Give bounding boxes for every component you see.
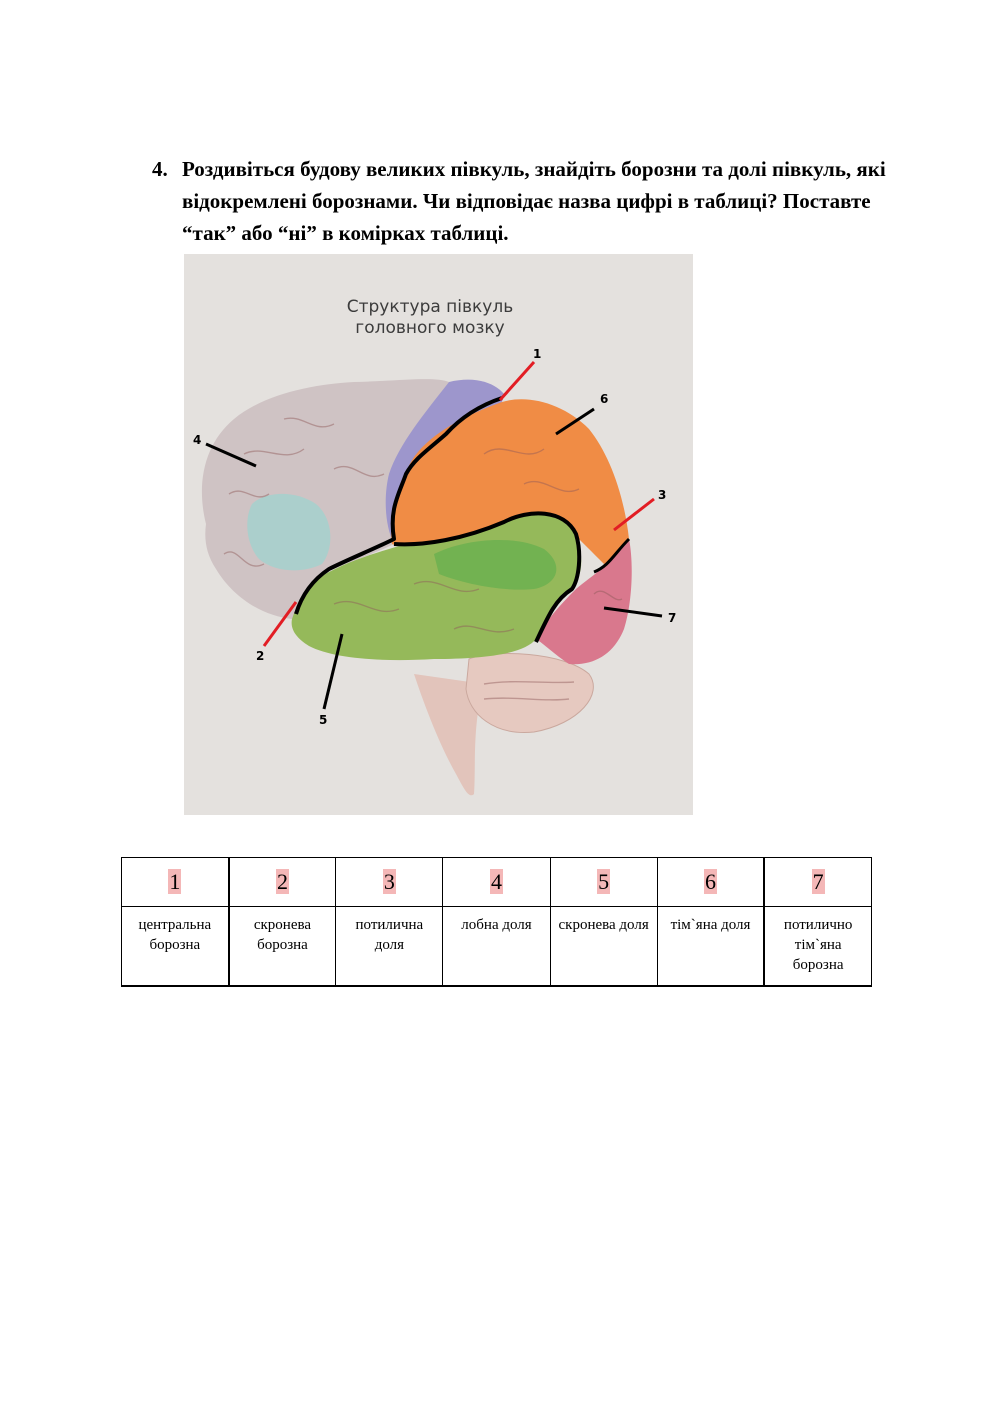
pointer-2 [262, 601, 298, 647]
answer-table: 1 2 3 4 5 6 7 центральна борозна скронев… [120, 857, 873, 987]
pointer-3 [613, 497, 655, 532]
table-number: 2 [275, 869, 289, 894]
gyri-texture [223, 417, 623, 701]
motor-strip [385, 379, 504, 544]
table-name: лобна доля [461, 917, 532, 933]
table-name: скронева доля [558, 917, 649, 933]
table-number-cell: 3 [335, 857, 444, 907]
diagram-label-2: 2 [256, 649, 264, 663]
table-number-cell: 7 [763, 857, 873, 907]
pointer-1 [498, 360, 536, 402]
table-number-cell: 4 [442, 857, 551, 907]
table-number: 6 [704, 869, 718, 894]
diagram-label-3: 3 [658, 488, 666, 502]
task-text: Роздивіться будову великих півкуль, знай… [182, 157, 886, 245]
table-name-row: центральна борозна скронева борозна поти… [120, 906, 873, 987]
brain-stem [414, 674, 484, 796]
table-name-cell: потилично тім`яна борозна [763, 906, 873, 987]
table-number-row: 1 2 3 4 5 6 7 [120, 857, 873, 907]
table-name: потилична доля [355, 917, 424, 953]
table-name: потилично тім`яна борозна [783, 917, 853, 973]
table-number-cell: 6 [656, 857, 765, 907]
pointer-4 [205, 442, 257, 468]
diagram-label-5: 5 [319, 713, 327, 727]
diagram-label-7: 7 [668, 611, 676, 625]
pointer-7 [603, 606, 663, 618]
brain-diagram: Структура півкуль головного мозку [184, 254, 693, 815]
table-number: 4 [489, 869, 503, 894]
task-statement: 4. Роздивіться будову великих півкуль, з… [152, 153, 892, 249]
table-number-cell: 1 [120, 857, 230, 907]
table-name: скронева борозна [253, 917, 312, 953]
table-number: 5 [597, 869, 611, 894]
frontal-teal-patch [247, 493, 331, 571]
table-number: 7 [811, 869, 825, 894]
table-name-cell: потилична доля [335, 906, 444, 987]
pointer-6 [555, 407, 595, 436]
temporal-parietal-overlap [434, 539, 557, 590]
parieto-occipital-outline [593, 537, 631, 574]
table-name-cell: лобна доля [442, 906, 551, 987]
table-name-cell: скронева доля [549, 906, 658, 987]
diagram-title-line2: головного мозку [355, 318, 504, 338]
diagram-label-1: 1 [533, 347, 541, 361]
table-name: центральна борозна [138, 917, 212, 953]
table-number-cell: 5 [549, 857, 658, 907]
cerebellum [465, 653, 594, 733]
task-number: 4. [152, 157, 168, 181]
table-name: тім`яна доля [670, 917, 751, 933]
temporal-sulcus-outline [393, 511, 582, 643]
table-name-cell: тім`яна доля [656, 906, 765, 987]
pointer-5 [322, 633, 344, 710]
table-number-cell: 2 [227, 857, 337, 907]
table-number: 1 [168, 869, 182, 894]
table-number: 3 [382, 869, 396, 894]
table-name-cell: скронева борозна [227, 906, 337, 987]
table-name-cell: центральна борозна [120, 906, 230, 987]
occipital-lobe [536, 539, 632, 665]
diagram-title-line1: Структура півкуль [347, 297, 514, 317]
brain-svg: Структура півкуль головного мозку [184, 254, 693, 815]
diagram-label-4: 4 [193, 433, 201, 447]
diagram-label-6: 6 [600, 392, 608, 406]
central-lateral-sulcus-outline [294, 396, 503, 615]
